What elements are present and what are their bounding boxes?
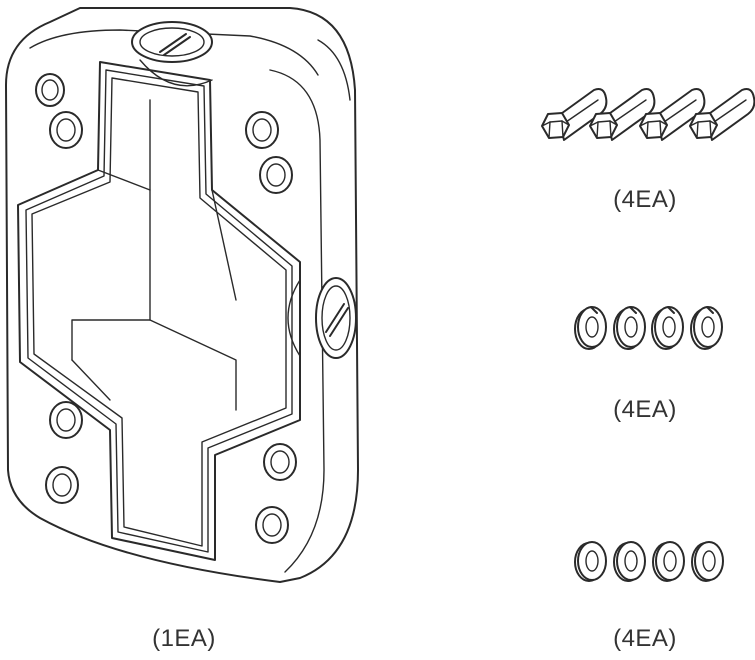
hex-bolt-3 (639, 88, 706, 141)
flat-washers (574, 541, 724, 582)
side-conduit-plug (287, 277, 357, 359)
bolt-quantity-label: (4EA) (613, 186, 677, 213)
flat-washer-1 (574, 541, 607, 582)
junction-box-drawing (5, 7, 359, 583)
junction-box-outer-shell (5, 7, 359, 583)
flat-washer-2 (613, 541, 646, 582)
spring-washer-quantity-label: (4EA) (613, 396, 677, 423)
flat-washer-quantity-label: (4EA) (613, 625, 677, 652)
hex-bolt-2 (589, 88, 656, 141)
spring-washer-1 (574, 306, 607, 350)
spring-washer-2 (613, 306, 646, 350)
spring-washer-3 (651, 306, 684, 350)
hex-bolts (541, 88, 755, 141)
junction-box-quantity-label: (1EA) (152, 625, 216, 652)
flat-washer-4 (691, 541, 724, 582)
hex-bolt-1 (541, 88, 608, 141)
flat-washer-3 (652, 541, 685, 582)
mounting-holes (35, 73, 297, 544)
spring-washer-4 (690, 306, 723, 350)
spring-washers (574, 306, 723, 350)
top-conduit-plug (131, 21, 213, 87)
hex-bolt-4 (689, 88, 755, 141)
